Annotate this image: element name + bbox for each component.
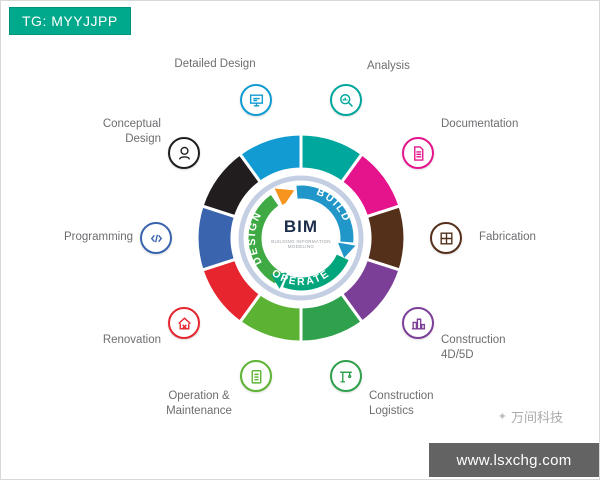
brand-watermark: ✦ 万间科技	[498, 407, 563, 426]
bim-subtitle: BUILDING INFORMATION MODELING	[271, 239, 331, 249]
segment-detailed-design	[237, 132, 303, 185]
programming-node	[140, 222, 172, 254]
analysis-node	[330, 84, 362, 116]
segment-ring	[195, 132, 407, 344]
renovation-node	[168, 307, 200, 339]
cycle-arrowhead-orange	[274, 188, 295, 207]
construction-logistics-node	[330, 360, 362, 392]
label-renovation: Renovation	[102, 334, 161, 346]
cycle-arrowhead-build	[337, 242, 356, 258]
label-programming: Programming	[63, 231, 133, 243]
label-conceptual-design: Conceptual Design	[102, 118, 161, 145]
operation-maintenance-node	[240, 360, 272, 392]
label-operation-maintenance: Operation & Maintenance	[166, 390, 232, 417]
label-construction-logistics: Construction Logistics	[369, 390, 434, 417]
construction-4d5d-buildings-icon	[411, 318, 425, 330]
brand-name: 万间科技	[510, 410, 563, 425]
renovation-house-tools-icon	[177, 316, 191, 330]
label-documentation: Documentation	[441, 118, 519, 130]
watermark-tag-badge: TG: MYYJJPP	[9, 7, 131, 35]
fabrication-node	[430, 222, 462, 254]
conceptual-design-node	[168, 137, 200, 169]
label-analysis: Analysis	[367, 60, 410, 72]
url-text: www.lsxchg.com	[456, 451, 572, 469]
analysis-magnifier-icon	[339, 93, 353, 107]
fabrication-grid-icon	[439, 231, 453, 245]
label-fabrication: Fabrication	[479, 231, 536, 243]
brand-logo-icon: ✦	[497, 411, 507, 423]
construction-4d5d-node	[402, 307, 434, 339]
programming-code-icon	[150, 234, 162, 242]
detailed-design-monitor-icon	[249, 93, 263, 107]
build-arc	[296, 185, 354, 243]
documentation-file-icon	[413, 145, 423, 161]
construction-crane-icon	[339, 371, 352, 383]
center-hub	[263, 200, 339, 276]
bim-title: BIM	[283, 217, 319, 236]
maintenance-checklist-icon	[251, 369, 261, 384]
operate-arc	[283, 254, 349, 291]
inner-accent-ring	[238, 175, 364, 301]
label-detailed-design: Detailed Design	[174, 58, 256, 70]
detailed-design-node	[240, 84, 272, 116]
center-text: BIM BUILDING INFORMATION MODELING	[259, 217, 343, 249]
cycle-arrowhead-operate	[270, 272, 288, 289]
design-label: DESIGN	[246, 209, 265, 267]
label-construction-4d5d: Construction 4D/5D	[441, 334, 506, 361]
documentation-node	[402, 137, 434, 169]
design-arc	[248, 194, 282, 284]
conceptual-design-head-icon	[178, 146, 190, 160]
url-watermark-bar: www.lsxchg.com	[429, 443, 599, 477]
